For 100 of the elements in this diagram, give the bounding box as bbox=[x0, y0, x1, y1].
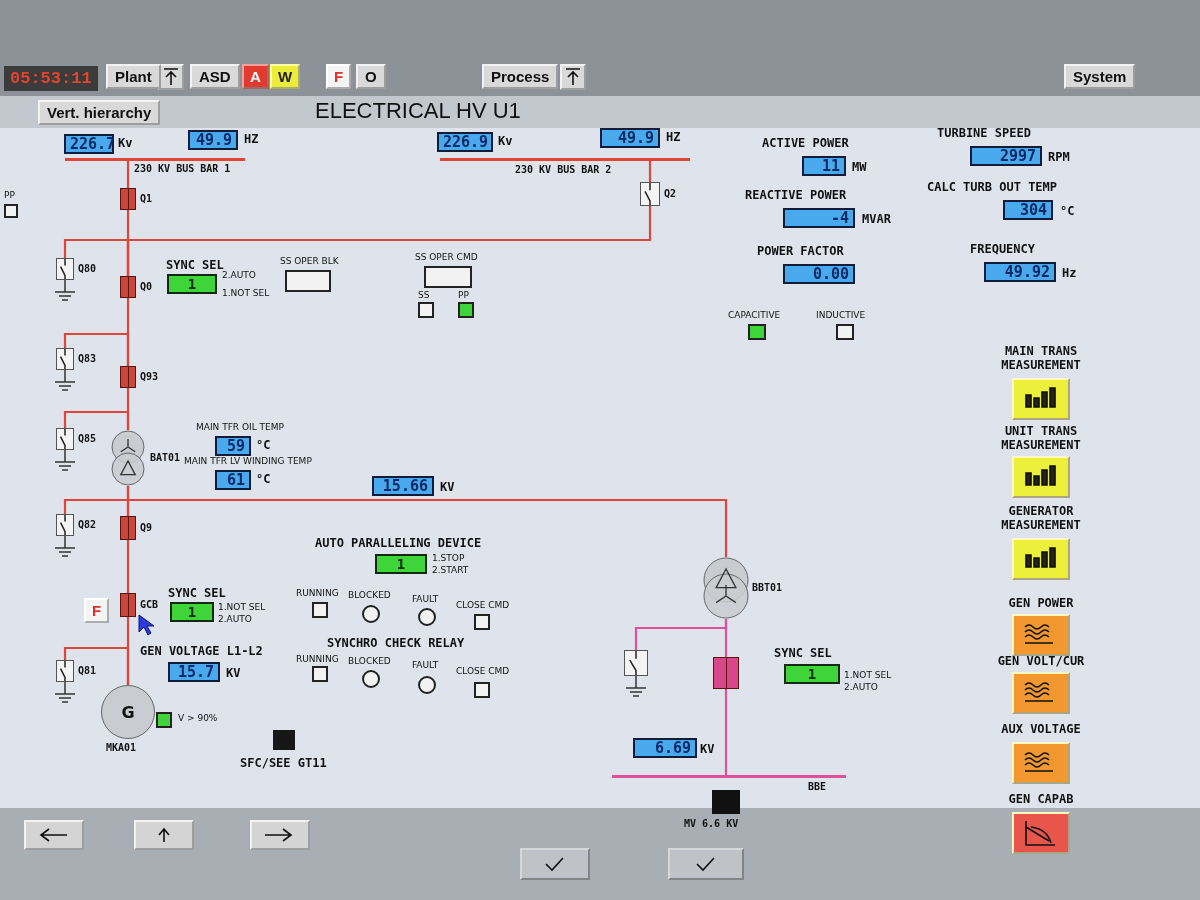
toolbar-button: Vert. hierarchy bbox=[38, 100, 161, 125]
toolbar-button: Process bbox=[482, 64, 559, 89]
earth-switch bbox=[56, 428, 74, 450]
status-caption: CLOSE CMD bbox=[456, 666, 510, 676]
warning-button: W bbox=[270, 64, 301, 89]
status-caption: 2.START bbox=[432, 565, 469, 575]
component-label: Q80 bbox=[78, 263, 97, 274]
unit-label: °C bbox=[256, 438, 271, 452]
wire bbox=[63, 498, 130, 516]
value-display: 2997 bbox=[970, 146, 1042, 166]
component-label: 230 KV BUS BAR 1 bbox=[134, 163, 231, 174]
component-label: GCB bbox=[140, 599, 159, 610]
status-caption: SS OPER CMD bbox=[415, 252, 478, 262]
unit-label: KV bbox=[440, 480, 455, 494]
component-label: BBT01 bbox=[752, 582, 783, 593]
value-display: 49.9 bbox=[600, 128, 660, 148]
circuit-breaker bbox=[120, 366, 136, 388]
field-label: SYNC SEL bbox=[166, 258, 224, 272]
selector-switch: 1 bbox=[784, 664, 840, 684]
button-caption: GENERATOR MEASUREMENT bbox=[1000, 504, 1082, 532]
value-display: 11 bbox=[802, 156, 846, 176]
status-caption: RUNNING bbox=[296, 588, 339, 598]
bus-bar bbox=[612, 775, 846, 778]
circuit-breaker bbox=[120, 516, 136, 540]
unit-label: KV bbox=[226, 666, 241, 680]
status-caption: RUNNING bbox=[296, 654, 339, 664]
button-caption: AUX VOLTAGE bbox=[1000, 722, 1082, 736]
field-label: TURBINE SPEED bbox=[937, 126, 1031, 140]
status-caption: SS bbox=[418, 290, 430, 300]
component-label: Q83 bbox=[78, 353, 97, 364]
circuit-breaker bbox=[713, 657, 739, 689]
unit-label: MW bbox=[852, 160, 867, 174]
wire bbox=[648, 161, 652, 182]
status-caption: CLOSE CMD bbox=[456, 600, 510, 610]
field-label: SYNCHRO CHECK RELAY bbox=[327, 636, 465, 650]
field-label: CALC TURB OUT TEMP bbox=[927, 180, 1058, 194]
circuit-breaker bbox=[120, 593, 136, 617]
status-caption: BLOCKED bbox=[348, 656, 391, 666]
earth-switch bbox=[56, 348, 74, 370]
status-caption: 2.AUTO bbox=[844, 682, 878, 692]
value-display: 6.69 bbox=[633, 738, 697, 758]
wire bbox=[126, 486, 728, 557]
status-caption: MAIN TFR LV WINDING TEMP bbox=[184, 456, 312, 466]
toolbar-button: System bbox=[1064, 64, 1136, 89]
component-label: Q81 bbox=[78, 665, 97, 676]
status-caption: SS OPER BLK bbox=[280, 256, 339, 266]
earth-switch bbox=[56, 514, 74, 536]
unit-label: Kv bbox=[118, 136, 133, 150]
status-caption: CAPACITIVE bbox=[728, 310, 781, 320]
unit-label: RPM bbox=[1048, 150, 1070, 164]
status-caption: FAULT bbox=[412, 660, 439, 670]
status-caption: V > 90% bbox=[178, 713, 218, 723]
circuit-breaker bbox=[120, 276, 136, 298]
disconnector-switch bbox=[640, 182, 660, 206]
bus-bar bbox=[440, 158, 690, 161]
field-label: SYNC SEL bbox=[168, 586, 226, 600]
unit-label: MVAR bbox=[862, 212, 891, 226]
earth-switch bbox=[624, 650, 648, 676]
feeder-block bbox=[712, 790, 740, 814]
selector-switch: 1 bbox=[170, 602, 214, 622]
wire bbox=[126, 540, 130, 593]
clock-display: 05:53:11 bbox=[4, 66, 98, 91]
fault-button: F bbox=[84, 598, 110, 623]
button-caption: UNIT TRANS MEASUREMENT bbox=[1000, 424, 1082, 452]
component-label: Q0 bbox=[140, 281, 153, 292]
status-caption: 2.AUTO bbox=[218, 614, 252, 624]
status-caption: 1.STOP bbox=[432, 553, 465, 563]
earth-switch bbox=[56, 258, 74, 280]
component-label: Q2 bbox=[664, 188, 677, 199]
selector-switch: 1 bbox=[375, 554, 427, 574]
status-caption: INDUCTIVE bbox=[816, 310, 866, 320]
generator-symbol bbox=[101, 685, 155, 739]
component-label: Q82 bbox=[78, 519, 97, 530]
status-caption: 1.NOT SEL bbox=[844, 670, 892, 680]
selector-switch: 1 bbox=[167, 274, 217, 294]
bus-bar bbox=[65, 158, 245, 161]
button-caption: MAIN TRANS MEASUREMENT bbox=[1000, 344, 1082, 372]
status-caption: 2.AUTO bbox=[222, 270, 256, 280]
field-label: SYNC SEL bbox=[774, 646, 832, 660]
value-display: 15.7 bbox=[168, 662, 220, 682]
value-display: 61 bbox=[215, 470, 251, 490]
status-caption: FAULT bbox=[412, 594, 439, 604]
toolbar-button: O bbox=[356, 64, 386, 89]
button-caption: GEN VOLT/CUR bbox=[996, 654, 1086, 668]
field-label: REACTIVE POWER bbox=[745, 188, 847, 202]
component-label: Q1 bbox=[140, 193, 153, 204]
unit-label: HZ bbox=[666, 130, 681, 144]
component-label: MKA01 bbox=[106, 742, 137, 753]
unit-label: Hz bbox=[1062, 266, 1077, 280]
wire bbox=[63, 410, 130, 430]
wire bbox=[63, 646, 130, 685]
status-caption: PP bbox=[458, 290, 469, 300]
value-display: 226.9 bbox=[437, 132, 493, 152]
wire bbox=[634, 619, 728, 650]
button-caption: GEN CAPAB bbox=[1007, 792, 1075, 806]
earth-switch bbox=[56, 660, 74, 682]
status-caption: MAIN TFR OIL TEMP bbox=[196, 422, 284, 432]
button-caption: GEN POWER bbox=[1007, 596, 1075, 610]
unit-label: °C bbox=[256, 472, 271, 486]
value-display: 49.9 bbox=[188, 130, 238, 150]
